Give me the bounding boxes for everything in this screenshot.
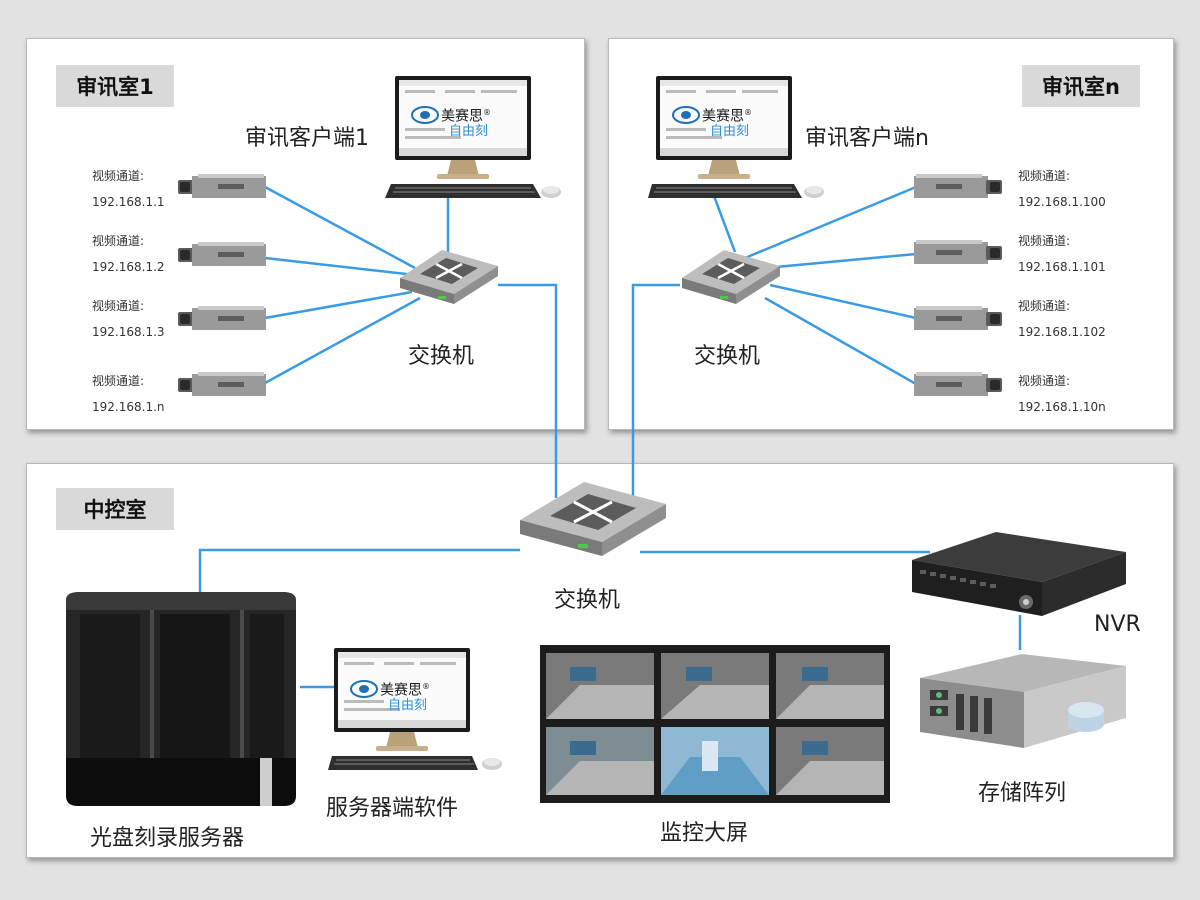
wire-r1-cam2	[264, 256, 416, 277]
rn-camera-icon-4	[914, 372, 1002, 396]
rn-cam3-label: 视频通道:192.168.1.102	[1018, 299, 1106, 339]
nvr-icon	[912, 532, 1126, 616]
rn-switch-label: 交换机	[694, 344, 761, 369]
r1-camera-icon-3	[178, 306, 266, 330]
wire-rn-client	[712, 195, 737, 253]
disc-burner-server-icon	[66, 592, 296, 806]
rn-camera-icon-2	[914, 240, 1002, 264]
rn-brand-text: 美赛思® 自由刻	[702, 108, 752, 139]
wire-r1-uplink	[498, 283, 558, 498]
disc-burner-label: 光盘刻录服务器	[90, 826, 245, 851]
server-brand-logo-icon	[350, 680, 378, 698]
storage-array-label: 存储阵列	[978, 781, 1067, 806]
r1-cam1-label: 视频通道:192.168.1.1	[92, 169, 165, 209]
wire-rn-cam3	[769, 283, 917, 320]
r1-camera-icon-1	[178, 174, 266, 198]
rn-cam4-label: 视频通道:192.168.1.10n	[1018, 374, 1106, 414]
rn-switch-icon	[682, 250, 780, 304]
wire-r1-cam1	[264, 185, 416, 270]
rn-cam1-label: 视频通道:192.168.1.100	[1018, 169, 1106, 209]
rn-camera-icon-1	[914, 174, 1002, 198]
r1-switch-label: 交换机	[408, 344, 475, 369]
central-switch-icon	[520, 482, 666, 556]
room1-tag: 审讯室1	[56, 65, 174, 107]
nvr-label: NVR	[1094, 612, 1141, 637]
r1-switch-icon	[400, 250, 498, 304]
r1-cam2-label: 视频通道:192.168.1.2	[92, 234, 165, 274]
r1-camera-icon-2	[178, 242, 266, 266]
server-software-label: 服务器端软件	[326, 796, 459, 821]
rn-client-label: 审讯客户端n	[805, 126, 929, 151]
r1-cam3-label: 视频通道:192.168.1.3	[92, 299, 165, 339]
rn-client-pc: 美赛思® 自由刻	[648, 76, 828, 200]
r1-brand-logo-icon	[411, 106, 439, 124]
server-pc: 美赛思® 自由刻	[328, 648, 508, 772]
r1-client-pc: 美赛思® 自由刻	[385, 76, 565, 200]
monitor-wall-label: 监控大屏	[660, 821, 749, 846]
monitor-wall-icon	[540, 645, 890, 803]
wire-rn-cam4	[764, 296, 917, 386]
server-brand-text: 美赛思® 自由刻	[380, 682, 430, 713]
wire-rn-cam2	[764, 252, 917, 270]
r1-camera-icon-4	[178, 372, 266, 396]
wire-r1-cam3	[264, 290, 413, 320]
r1-client-label: 审讯客户端1	[245, 126, 369, 151]
r1-brand-text: 美赛思® 自由刻	[441, 108, 491, 139]
roomn-tag: 审讯室n	[1022, 65, 1140, 107]
wire-r1-cam4	[264, 296, 421, 385]
wire-rn-cam1	[744, 185, 917, 260]
control-room-tag: 中控室	[56, 488, 174, 530]
rn-brand-logo-icon	[672, 106, 700, 124]
central-switch-label: 交换机	[554, 588, 621, 613]
wire-rn-uplink	[631, 283, 680, 498]
rn-cam2-label: 视频通道:192.168.1.101	[1018, 234, 1106, 274]
rn-camera-icon-3	[914, 306, 1002, 330]
r1-cam4-label: 视频通道:192.168.1.n	[92, 374, 165, 414]
wire-ctl-burner	[198, 548, 520, 592]
storage-array-icon	[920, 654, 1126, 748]
